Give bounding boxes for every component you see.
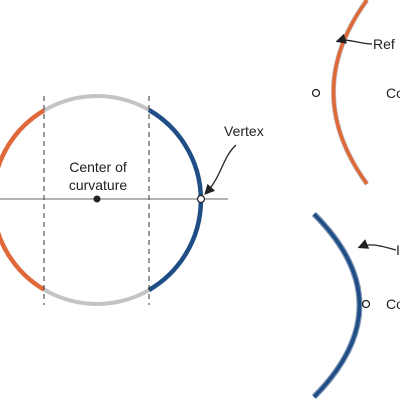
top-mirror-arc [334,0,368,184]
vertex-label: Vertex [224,123,264,139]
vertex-pointer-arrow [206,145,236,193]
top-mirror-diagram: Ref Co [313,0,400,184]
bottom-mirror-label: I [396,242,400,258]
center-label-line1: Center of [69,159,127,175]
convex-mirror-arc-right [149,110,201,290]
bottom-mirror-vertex [363,301,370,308]
concave-mirror-arc-left [0,110,44,289]
vertex-point [198,196,205,203]
top-mirror-vertex [313,90,320,97]
bottom-mirror-pointer-arrow [360,245,396,250]
bottom-mirror-diagram: I Co [314,214,400,397]
center-of-curvature-dot [94,196,101,203]
bottom-mirror-arc [314,214,360,397]
bottom-mirror-side-label: Co [386,296,400,312]
left-circle-diagram: Center of curvature Vertex [0,96,264,305]
top-mirror-label: Ref [373,36,395,52]
top-mirror-side-label: Co [386,85,400,101]
center-label-line2: curvature [69,177,128,193]
